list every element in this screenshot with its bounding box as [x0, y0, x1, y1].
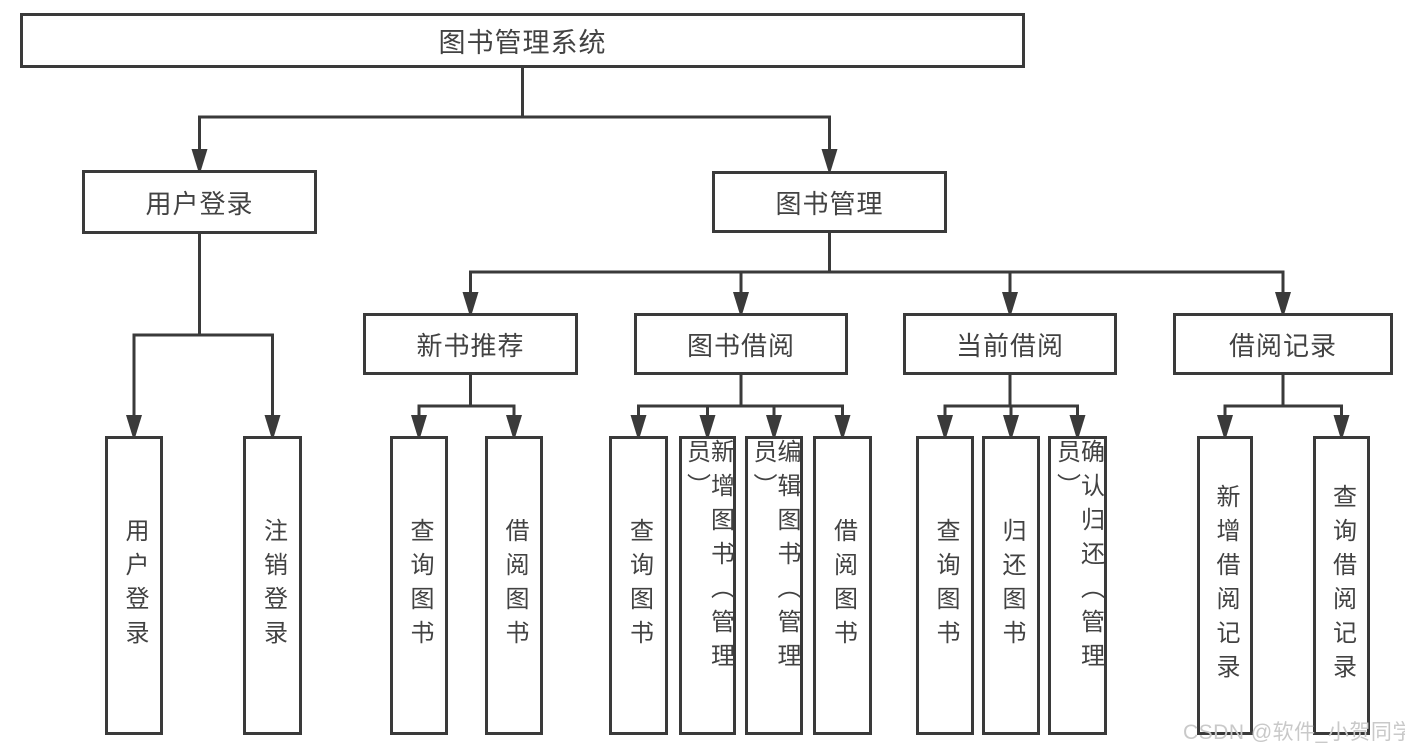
node-leaf-edit-books-admin: 编辑图书（管理员） [745, 436, 803, 735]
node-label: 图书管理 [775, 188, 884, 219]
node-leaf-logout: 注销登录 [243, 436, 302, 735]
node-label: 用户登录 [145, 188, 254, 219]
node-leaf-query-books-newbook: 查询图书 [390, 436, 448, 735]
node-leaf-query-borrow-record: 查询借阅记录 [1313, 436, 1370, 735]
node-label: 新增借阅记录 [1212, 483, 1239, 688]
node-label: 查询图书 [406, 517, 433, 654]
node-book-management: 图书管理 [712, 171, 947, 233]
node-current-borrowing: 当前借阅 [903, 313, 1117, 375]
node-label: 图书借阅 [686, 330, 795, 361]
node-book-borrowing: 图书借阅 [634, 313, 848, 375]
node-user-login: 用户登录 [82, 170, 317, 234]
node-label: 查询图书 [932, 517, 959, 654]
node-leaf-borrow-books-newbook: 借阅图书 [485, 436, 543, 735]
node-label: 借阅图书 [501, 517, 528, 654]
node-leaf-query-books-current: 查询图书 [916, 436, 974, 735]
node-label: 借阅图书 [829, 517, 857, 654]
node-label: 查询图书 [625, 517, 653, 654]
node-label: 用户登录 [121, 517, 148, 654]
node-label: 新书推荐 [416, 330, 525, 361]
node-leaf-return-books: 归还图书 [982, 436, 1040, 735]
node-borrowing-records: 借阅记录 [1173, 313, 1393, 375]
node-leaf-user-login: 用户登录 [105, 436, 163, 735]
node-label: 当前借阅 [955, 330, 1064, 361]
node-label: 图书管理系统 [438, 28, 607, 58]
node-label: 注销登录 [259, 517, 287, 654]
node-label: 新增图书（管理员） [682, 439, 734, 677]
node-label: 查询借阅记录 [1328, 483, 1356, 688]
node-label: 确认归还（管理员） [1052, 439, 1104, 677]
node-leaf-query-books-borrowing: 查询图书 [609, 436, 668, 735]
node-leaf-add-borrow-record: 新增借阅记录 [1197, 436, 1253, 735]
node-new-book-recommendation: 新书推荐 [363, 313, 578, 375]
node-label: 编辑图书（管理员） [749, 439, 800, 677]
node-leaf-confirm-return-admin: 确认归还（管理员） [1048, 436, 1107, 735]
node-library-management-system: 图书管理系统 [20, 13, 1025, 68]
node-leaf-borrow-books-borrowing: 借阅图书 [813, 436, 872, 735]
node-label: 归还图书 [998, 517, 1025, 654]
node-label: 借阅记录 [1228, 330, 1337, 361]
watermark: CSDN @软件_小贺同学 [1183, 721, 1405, 744]
node-leaf-add-books-admin: 新增图书（管理员） [679, 436, 736, 735]
